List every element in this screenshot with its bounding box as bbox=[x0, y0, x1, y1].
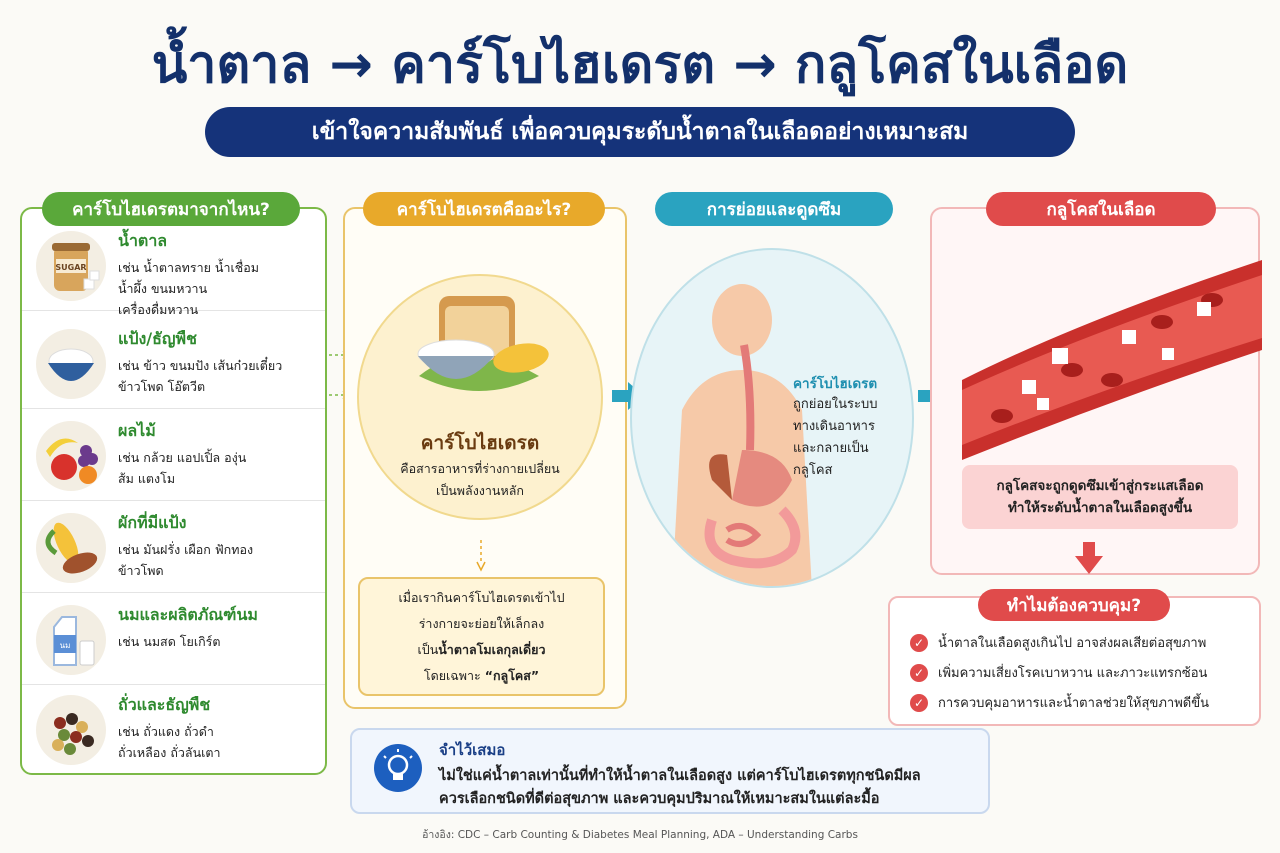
page-title: น้ำตาล → คาร์โบไฮเดรต → กลูโคสในเลือด bbox=[151, 35, 1129, 95]
digest-line: ถูกย่อยในระบบ bbox=[793, 397, 878, 412]
note-line: เมื่อเรากินคาร์โบไฮเดรตเข้าไป bbox=[398, 590, 565, 605]
source-desc-line: เครื่องดื่มหวาน bbox=[118, 302, 199, 317]
source-item-starch: แป้ง/ธัญพืช เช่น ข้าว ขนมปัง เส้นก๋วยเตี… bbox=[22, 321, 325, 409]
source-desc-line: ส้ม แตงโม bbox=[118, 471, 176, 486]
glucose-line: ทำให้ระดับน้ำตาลในเลือดสูงขึ้น bbox=[1007, 500, 1193, 516]
source-name: ผลไม้ bbox=[118, 421, 156, 440]
source-desc-line: เช่น นมสด โยเกิร์ต bbox=[118, 634, 221, 649]
why-item: ✓การควบคุมอาหารและน้ำตาลช่วยให้สุขภาพดีข… bbox=[910, 692, 1209, 713]
fruit-icon bbox=[36, 421, 106, 491]
dashed-down-arrow bbox=[476, 540, 486, 572]
digestion-note-box: เมื่อเรากินคาร์โบไฮเดรตเข้าไป ร่างกายจะย… bbox=[358, 577, 605, 696]
starchy-veg-icon bbox=[36, 513, 106, 583]
source-name: ผักที่มีแป้ง bbox=[118, 513, 187, 532]
digest-heading: การย่อยและดูดซึม bbox=[655, 192, 893, 226]
source-desc-line: น้ำผึ้ง ขนมหวาน bbox=[118, 281, 208, 296]
check-icon: ✓ bbox=[910, 663, 928, 682]
source-desc-line: ข้าวโพด bbox=[118, 563, 164, 578]
what-heading: คาร์โบไฮเดรตคืออะไร? bbox=[363, 192, 605, 226]
source-desc-line: เช่น ข้าว ขนมปัง เส้นก๋วยเตี๋ยว bbox=[118, 358, 283, 373]
remember-line: ไม่ใช่แค่น้ำตาลเท่านั้นที่ทำให้น้ำตาลในเ… bbox=[439, 768, 921, 784]
digest-text: ถูกย่อยในระบบ ทางเดินอาหาร และกลายเป็น ก… bbox=[793, 394, 908, 482]
source-item-fruit: ผลไม้ เช่น กล้วย แอปเปิ้ล องุ่น ส้ม แตงโ… bbox=[22, 413, 325, 501]
source-name: น้ำตาล bbox=[118, 231, 168, 250]
simple-sugar-text: น้ำตาลโมเลกุลเดี่ยว bbox=[438, 642, 546, 657]
digest-line: และกลายเป็น bbox=[793, 441, 869, 456]
note-line: เป็นน้ำตาลโมเลกุลเดี่ยว bbox=[417, 642, 546, 657]
carb-desc: คือสารอาหารที่ร่างกายเปลี่ยน เป็นพลังงาน… bbox=[365, 458, 595, 502]
digest-line: ทางเดินอาหาร bbox=[793, 419, 875, 434]
blood-heading: กลูโคสในเลือด bbox=[986, 192, 1216, 226]
carb-food-circle bbox=[357, 274, 603, 520]
source-desc-line: ถั่วเหลือง ถั่วลันเตา bbox=[118, 745, 221, 760]
source-desc-line: ข้าวโพด โอ๊ตวีต bbox=[118, 379, 206, 394]
arrow-down-icon bbox=[1075, 542, 1103, 574]
subtitle-banner: เข้าใจความสัมพันธ์ เพื่อควบคุมระดับน้ำตา… bbox=[205, 107, 1075, 157]
reference-text: อ้างอิง: CDC – Carb Counting & Diabetes … bbox=[422, 829, 858, 841]
why-item: ✓เพิ่มความเสี่ยงโรคเบาหวาน และภาวะแทรกซ้… bbox=[910, 662, 1207, 683]
carb-desc-line: คือสารอาหารที่ร่างกายเปลี่ยน bbox=[400, 461, 560, 476]
rice-bowl-icon bbox=[36, 329, 106, 399]
source-item-sugar: SUGAR น้ำตาล เช่น น้ำตาลทราย น้ำเชื่อม น… bbox=[22, 223, 325, 317]
glucose-line: กลูโคสจะถูกดูดซึมเข้าสู่กระแสเลือด bbox=[996, 478, 1204, 494]
source-name: ถั่วและธัญพืช bbox=[118, 695, 211, 714]
sources-heading: คาร์โบไฮเดรตมาจากไหน? bbox=[42, 192, 300, 226]
digestive-system-illustration bbox=[630, 248, 914, 588]
sugar-jar-label: SUGAR bbox=[55, 263, 86, 272]
source-desc-line: เช่น น้ำตาลทราย น้ำเชื่อม bbox=[118, 260, 259, 275]
note-line: ร่างกายจะย่อยให้เล็กลง bbox=[418, 616, 545, 631]
sources-panel: SUGAR น้ำตาล เช่น น้ำตาลทราย น้ำเชื่อม น… bbox=[20, 207, 327, 775]
source-name: แป้ง/ธัญพืช bbox=[118, 329, 197, 348]
source-item-legumes: ถั่วและธัญพืช เช่น ถั่วแดง ถั่วดำ ถั่วเห… bbox=[22, 687, 325, 775]
milk-icon: นม bbox=[36, 605, 106, 675]
sugar-jar-icon: SUGAR bbox=[36, 231, 106, 301]
source-item-starchy-veg: ผักที่มีแป้ง เช่น มันฝรั่ง เผือก ฟักทอง … bbox=[22, 505, 325, 593]
why-heading: ทำไมต้องควบคุม? bbox=[978, 589, 1170, 621]
source-desc-line: เช่น มันฝรั่ง เผือก ฟักทอง bbox=[118, 542, 254, 557]
blood-vessel-illustration bbox=[962, 230, 1262, 460]
check-icon: ✓ bbox=[910, 693, 928, 712]
digest-line: กลูโคส bbox=[793, 463, 833, 478]
source-name: นมและผลิตภัณฑ์นม bbox=[118, 605, 258, 624]
source-desc-line: เช่น ถั่วแดง ถั่วดำ bbox=[118, 724, 214, 739]
glucose-emphasis: “กลูโคส” bbox=[484, 668, 540, 683]
carb-food-illustration bbox=[417, 296, 549, 391]
digest-title: คาร์โบไฮเดรต bbox=[793, 376, 878, 392]
milk-carton-label: นม bbox=[60, 641, 71, 650]
remember-box: จำไว้เสมอ ไม่ใช่แค่น้ำตาลเท่านั้นที่ทำให… bbox=[350, 728, 990, 814]
remember-line: ควรเลือกชนิดที่ดีต่อสุขภาพ และควบคุมปริม… bbox=[439, 791, 880, 807]
check-icon: ✓ bbox=[910, 633, 928, 652]
carb-title: คาร์โบไฮเดรต bbox=[420, 432, 540, 454]
source-item-dairy: นม นมและผลิตภัณฑ์นม เช่น นมสด โยเกิร์ต bbox=[22, 597, 325, 685]
note-line: โดยเฉพาะ “กลูโคส” bbox=[423, 668, 540, 683]
source-desc-line: เช่น กล้วย แอปเปิ้ล องุ่น bbox=[118, 450, 247, 465]
why-item: ✓น้ำตาลในเลือดสูงเกินไป อาจส่งผลเสียต่อส… bbox=[910, 632, 1206, 653]
carb-desc-line: เป็นพลังงานหลัก bbox=[436, 483, 524, 498]
glucose-absorption-note: กลูโคสจะถูกดูดซึมเข้าสู่กระแสเลือด ทำให้… bbox=[962, 465, 1238, 529]
beans-icon bbox=[36, 695, 106, 765]
remember-title: จำไว้เสมอ bbox=[439, 741, 506, 759]
lightbulb-icon bbox=[374, 744, 422, 792]
